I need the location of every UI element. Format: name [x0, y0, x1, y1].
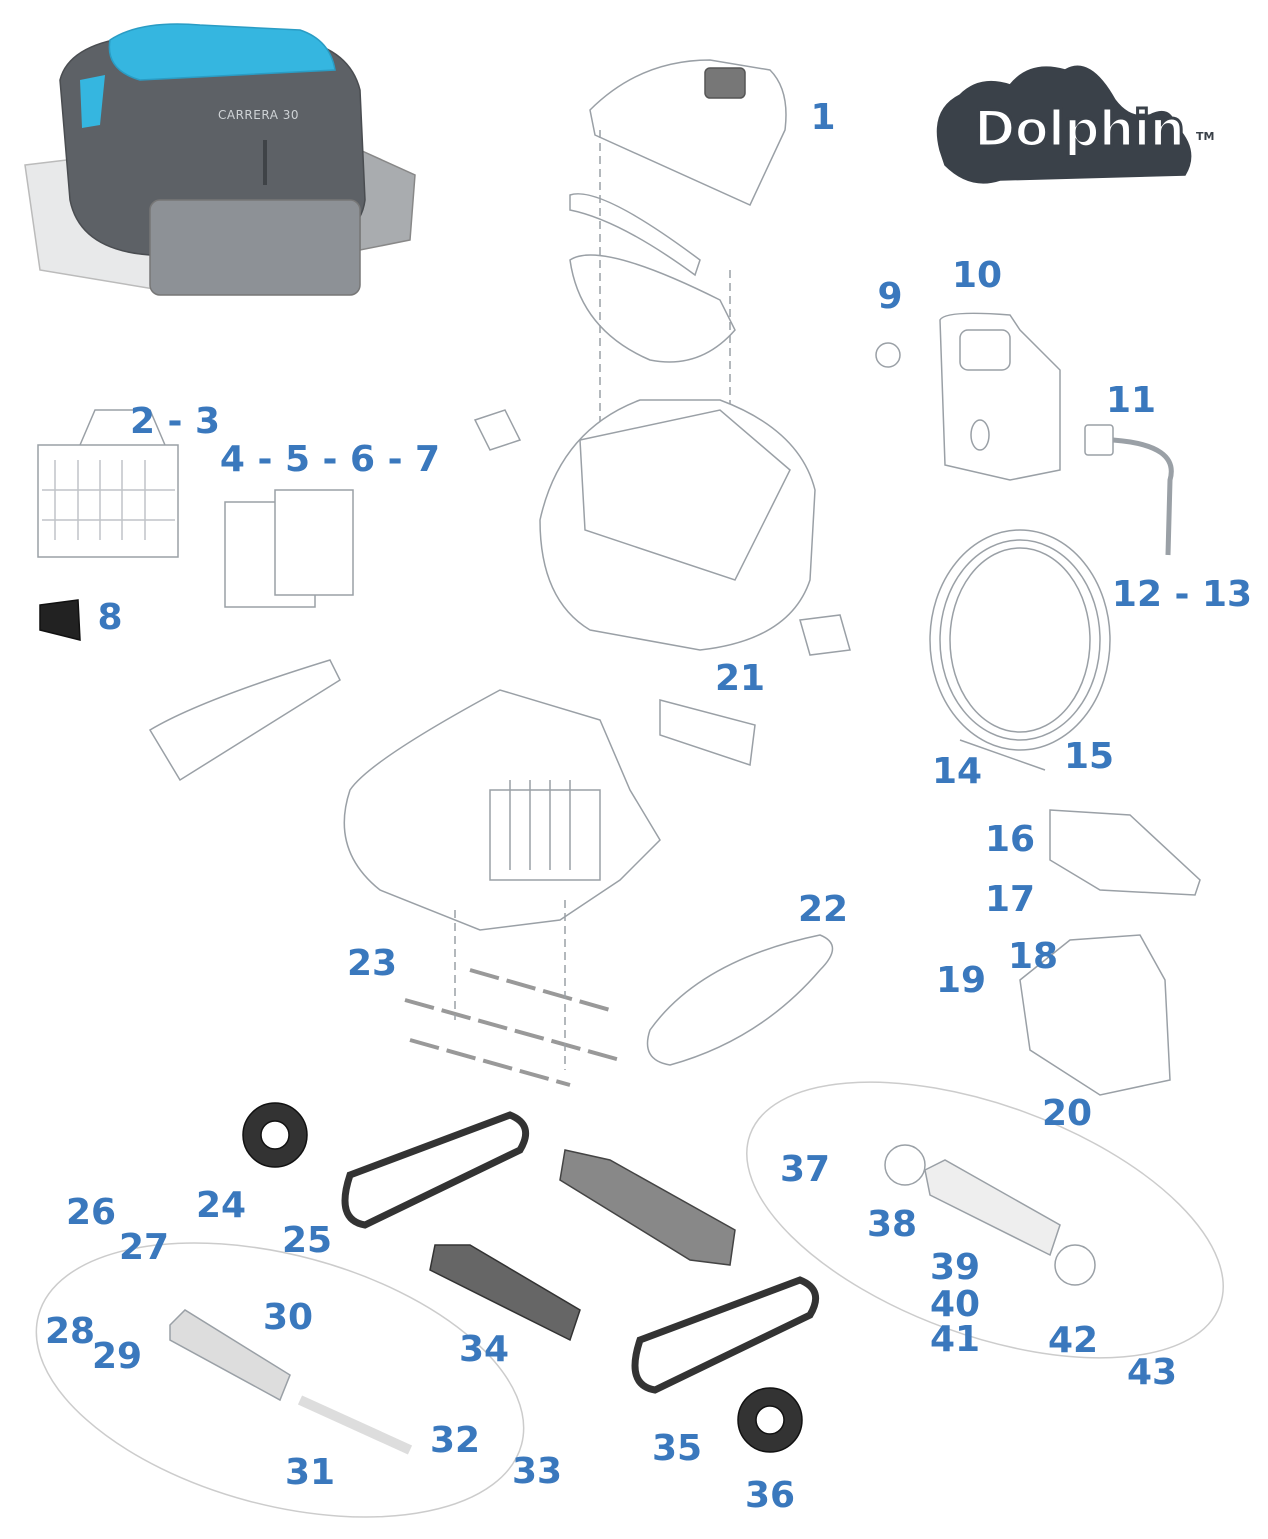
part-label: 35	[651, 1428, 703, 1469]
part-label: 18	[1007, 936, 1059, 977]
part-label: 41	[929, 1319, 981, 1360]
part-label: 26	[65, 1192, 117, 1233]
part-label: 2 - 3	[129, 401, 221, 442]
part-label: 20	[1041, 1093, 1093, 1134]
brand-name: Dolphin	[972, 99, 1186, 160]
part-label: 12 - 13	[1111, 574, 1253, 615]
dolphin-logo: Dolphin TM	[934, 62, 1224, 192]
part-label: 34	[458, 1329, 510, 1370]
part-label: 21	[714, 658, 766, 699]
part-label: 32	[429, 1420, 481, 1461]
robot-product-image	[24, 23, 416, 296]
part-label: 23	[346, 943, 398, 984]
part-label: 31	[284, 1452, 336, 1493]
part-label: 24	[195, 1185, 247, 1226]
part-label: 11	[1105, 380, 1157, 421]
part-label: 39	[929, 1247, 981, 1288]
part-label: 19	[935, 960, 987, 1001]
part-label: 30	[262, 1297, 314, 1338]
part-label: 40	[929, 1284, 981, 1325]
part-label: 29	[91, 1336, 143, 1377]
part-label: 27	[118, 1227, 170, 1268]
dolphin-logo-cloud	[936, 65, 1192, 184]
part-label: 4 - 5 - 6 - 7	[219, 439, 441, 480]
part-label: 42	[1047, 1320, 1099, 1361]
part-label: 10	[951, 255, 1003, 296]
part-label: 22	[797, 889, 849, 930]
part-label: 43	[1126, 1352, 1178, 1393]
part-label: 37	[779, 1149, 831, 1190]
part-label: 1	[810, 97, 836, 138]
part-label: 17	[984, 879, 1036, 920]
part-label: 38	[866, 1204, 918, 1245]
product-model-label: CARRERA 30	[218, 108, 299, 122]
part-label: 33	[511, 1451, 563, 1492]
part-label: 15	[1063, 736, 1115, 777]
part-label: 16	[984, 819, 1036, 860]
part-label: 8	[97, 597, 123, 638]
part-label: 14	[931, 751, 983, 792]
part-label: 36	[744, 1475, 796, 1516]
part-label: 28	[44, 1311, 96, 1352]
trademark-symbol: TM	[1196, 130, 1215, 143]
part-label: 9	[877, 276, 903, 317]
part-label: 25	[281, 1220, 333, 1261]
